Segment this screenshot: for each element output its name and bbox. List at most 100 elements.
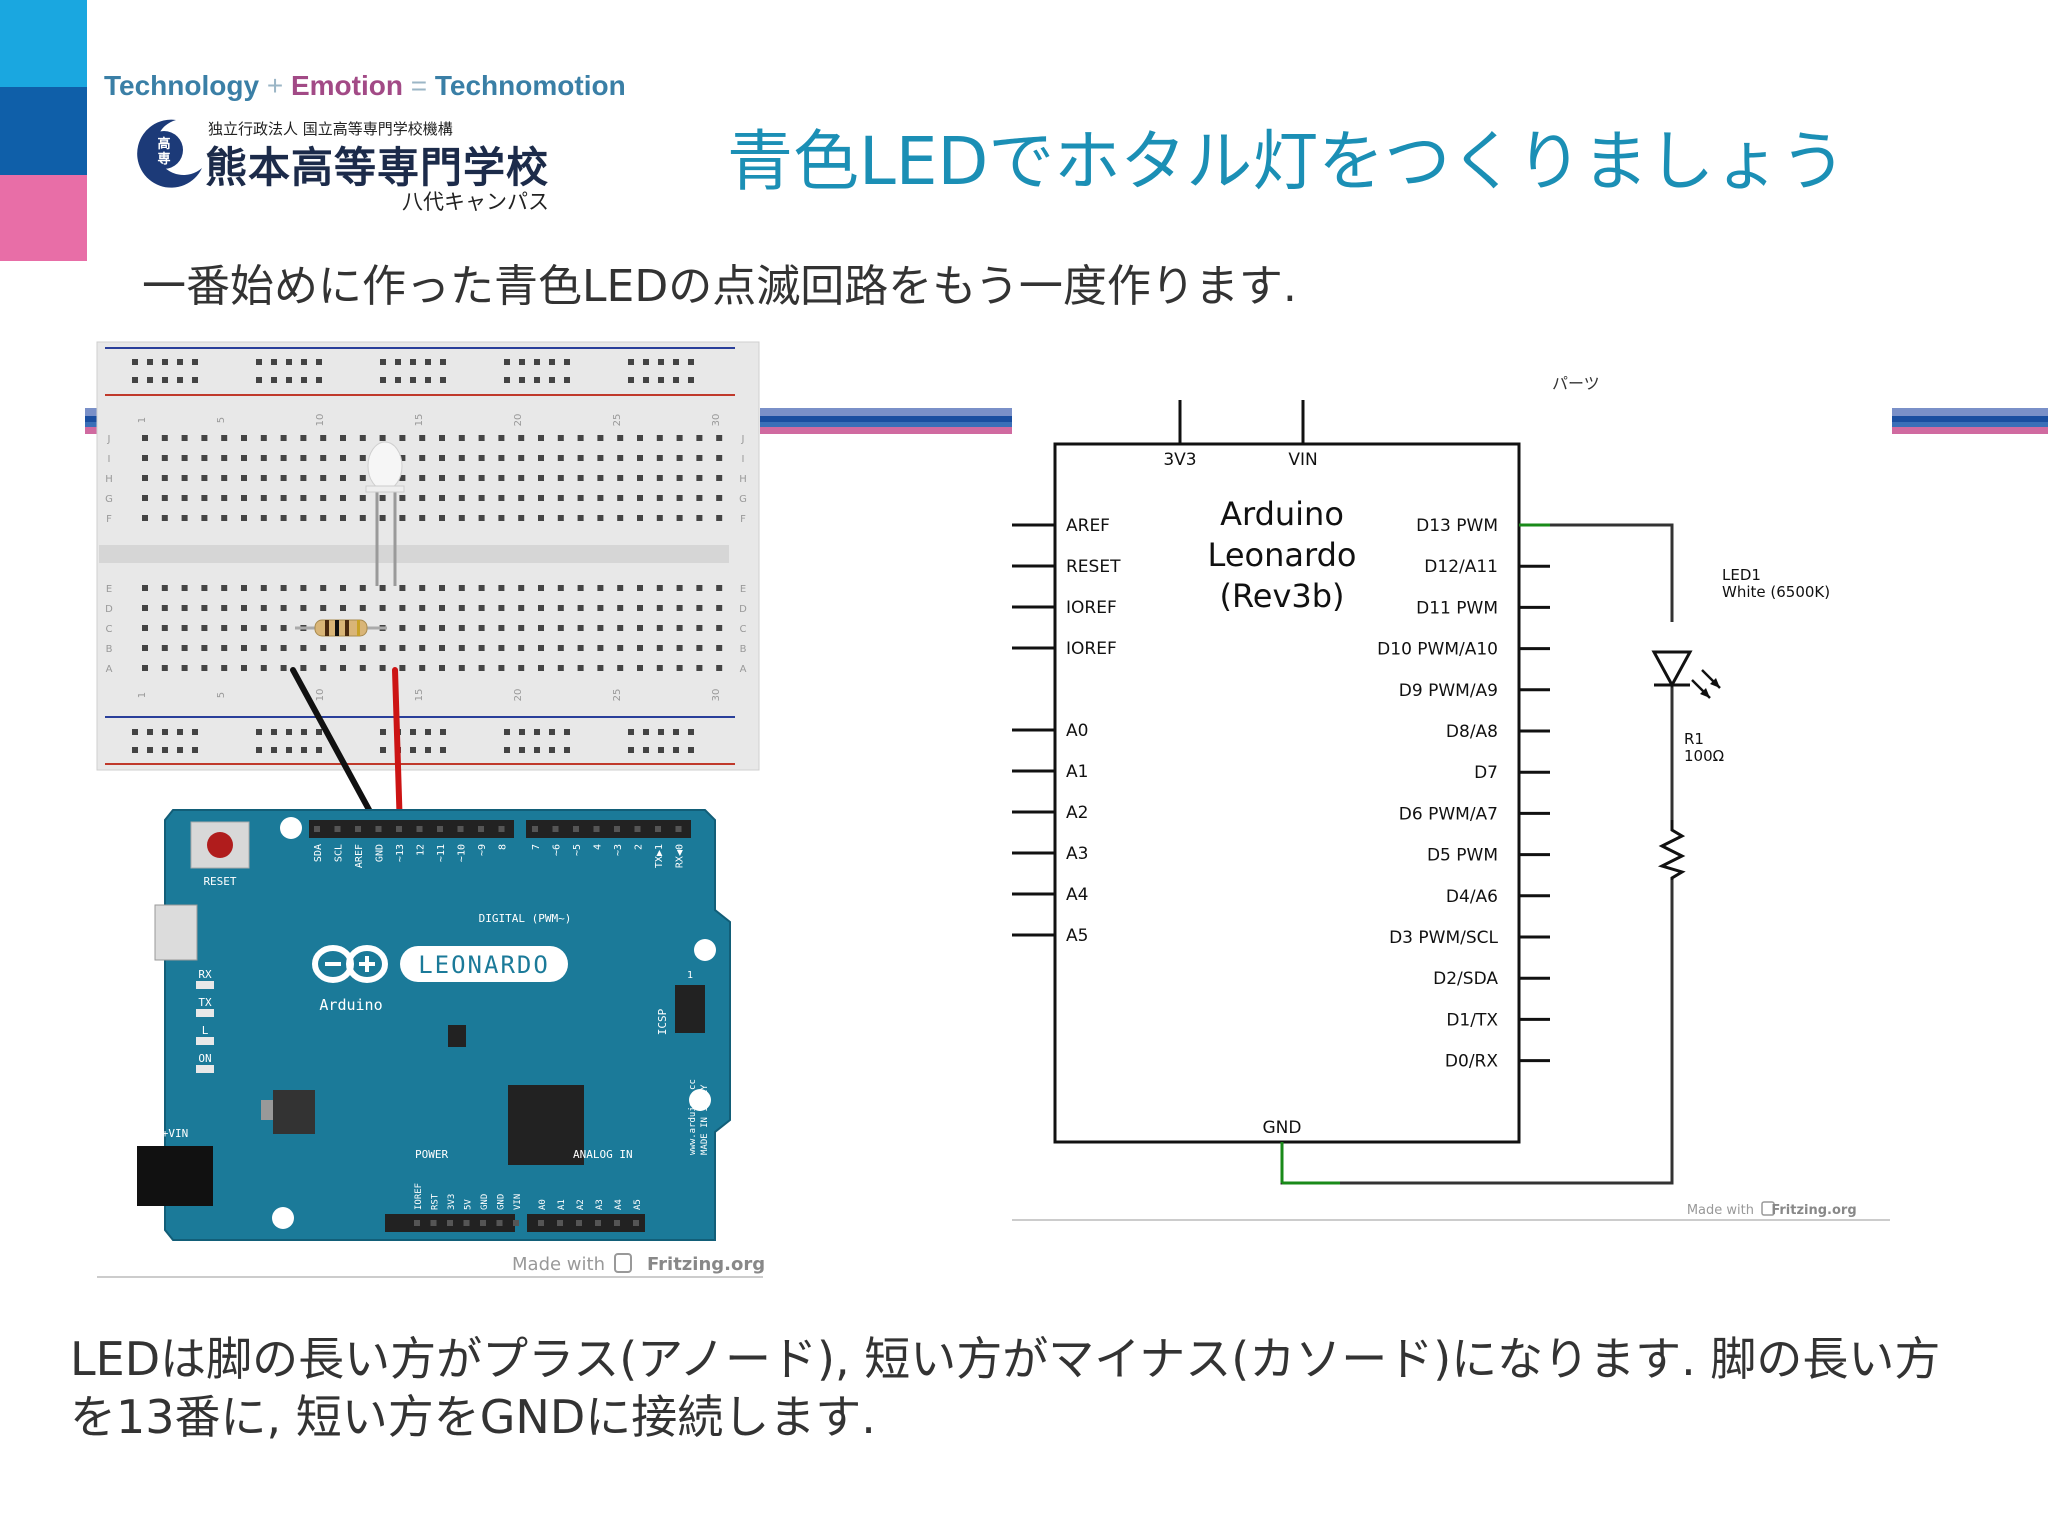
bb-hole[interactable] [557, 455, 564, 461]
bb-hole[interactable] [439, 665, 445, 671]
bb-hole[interactable] [399, 605, 406, 611]
bb-hole[interactable] [518, 495, 525, 501]
bb-hole[interactable] [142, 665, 148, 671]
bb-hole[interactable] [399, 475, 406, 481]
bb-rail-hole[interactable] [688, 359, 694, 365]
bb-hole[interactable] [458, 475, 465, 481]
bb-hole[interactable] [577, 585, 584, 591]
bb-hole[interactable] [557, 475, 564, 481]
bb-hole[interactable] [696, 495, 703, 501]
bb-hole[interactable] [201, 585, 208, 591]
bb-rail-hole[interactable] [534, 747, 540, 753]
bb-rail-hole[interactable] [147, 377, 153, 383]
bb-hole[interactable] [280, 475, 287, 481]
bb-hole[interactable] [518, 475, 525, 481]
bb-hole[interactable] [518, 435, 525, 441]
header-pin[interactable] [355, 826, 361, 832]
bb-rail-hole[interactable] [440, 747, 446, 753]
bb-hole[interactable] [577, 665, 584, 671]
bb-hole[interactable] [538, 585, 544, 591]
bb-rail-hole[interactable] [301, 377, 307, 383]
bb-rail-hole[interactable] [628, 747, 634, 753]
bb-hole[interactable] [656, 455, 663, 461]
bb-rail-hole[interactable] [504, 377, 510, 383]
bb-hole[interactable] [181, 475, 188, 481]
bb-hole[interactable] [538, 435, 544, 441]
bb-hole[interactable] [359, 435, 366, 441]
bb-rail-hole[interactable] [628, 359, 634, 365]
bb-rail-hole[interactable] [425, 747, 431, 753]
bb-rail-hole[interactable] [192, 747, 198, 753]
bb-hole[interactable] [518, 515, 525, 521]
bb-rail-hole[interactable] [549, 359, 555, 365]
bb-hole[interactable] [498, 645, 505, 651]
bb-hole[interactable] [142, 495, 148, 501]
bb-hole[interactable] [597, 435, 604, 441]
bb-hole[interactable] [201, 515, 208, 521]
bb-hole[interactable] [419, 495, 426, 501]
bb-rail-hole[interactable] [504, 359, 510, 365]
bb-hole[interactable] [676, 625, 683, 631]
bb-hole[interactable] [716, 495, 723, 501]
bb-hole[interactable] [161, 515, 168, 521]
bb-hole[interactable] [142, 585, 148, 591]
bb-hole[interactable] [280, 435, 287, 441]
header-pin[interactable] [532, 826, 538, 832]
bb-rail-hole[interactable] [658, 377, 664, 383]
bb-hole[interactable] [498, 495, 505, 501]
bb-rail-hole[interactable] [301, 747, 307, 753]
bb-hole[interactable] [676, 495, 683, 501]
bb-hole[interactable] [340, 665, 346, 671]
bb-hole[interactable] [617, 585, 624, 591]
bb-hole[interactable] [181, 515, 188, 521]
bb-rail-hole[interactable] [425, 729, 431, 735]
bb-hole[interactable] [676, 455, 683, 461]
bb-hole[interactable] [340, 435, 346, 441]
bb-rail-hole[interactable] [425, 377, 431, 383]
header-pin[interactable] [314, 826, 320, 832]
bb-hole[interactable] [419, 665, 426, 671]
bb-hole[interactable] [359, 515, 366, 521]
bb-hole[interactable] [260, 475, 267, 481]
header-pin[interactable] [447, 1220, 453, 1226]
bb-rail-hole[interactable] [658, 359, 664, 365]
bb-hole[interactable] [241, 625, 247, 631]
bb-hole[interactable] [379, 435, 386, 441]
bb-hole[interactable] [221, 515, 228, 521]
bb-hole[interactable] [260, 605, 267, 611]
bb-hole[interactable] [597, 645, 604, 651]
bb-hole[interactable] [260, 435, 267, 441]
bb-hole[interactable] [458, 495, 465, 501]
bb-hole[interactable] [419, 645, 426, 651]
bb-hole[interactable] [656, 435, 663, 441]
bb-rail-hole[interactable] [519, 377, 525, 383]
bb-hole[interactable] [320, 645, 327, 651]
bb-rail-hole[interactable] [410, 747, 416, 753]
bb-hole[interactable] [181, 605, 188, 611]
bb-hole[interactable] [161, 645, 168, 651]
bb-hole[interactable] [419, 515, 426, 521]
header-pin[interactable] [655, 826, 661, 832]
bb-hole[interactable] [419, 625, 426, 631]
bb-hole[interactable] [716, 515, 723, 521]
bb-rail-hole[interactable] [688, 729, 694, 735]
bb-hole[interactable] [498, 435, 505, 441]
bb-rail-hole[interactable] [628, 377, 634, 383]
bb-hole[interactable] [379, 665, 386, 671]
bb-rail-hole[interactable] [628, 729, 634, 735]
bb-rail-hole[interactable] [504, 729, 510, 735]
bb-hole[interactable] [518, 455, 525, 461]
bb-hole[interactable] [241, 585, 247, 591]
bb-hole[interactable] [379, 495, 386, 501]
bb-hole[interactable] [201, 645, 208, 651]
bb-hole[interactable] [458, 435, 465, 441]
bb-hole[interactable] [597, 495, 604, 501]
bb-hole[interactable] [676, 665, 683, 671]
bb-rail-hole[interactable] [564, 747, 570, 753]
bb-hole[interactable] [458, 665, 465, 671]
bb-hole[interactable] [201, 435, 208, 441]
bb-hole[interactable] [142, 435, 148, 441]
bb-hole[interactable] [280, 455, 287, 461]
bb-hole[interactable] [577, 625, 584, 631]
bb-rail-hole[interactable] [549, 377, 555, 383]
